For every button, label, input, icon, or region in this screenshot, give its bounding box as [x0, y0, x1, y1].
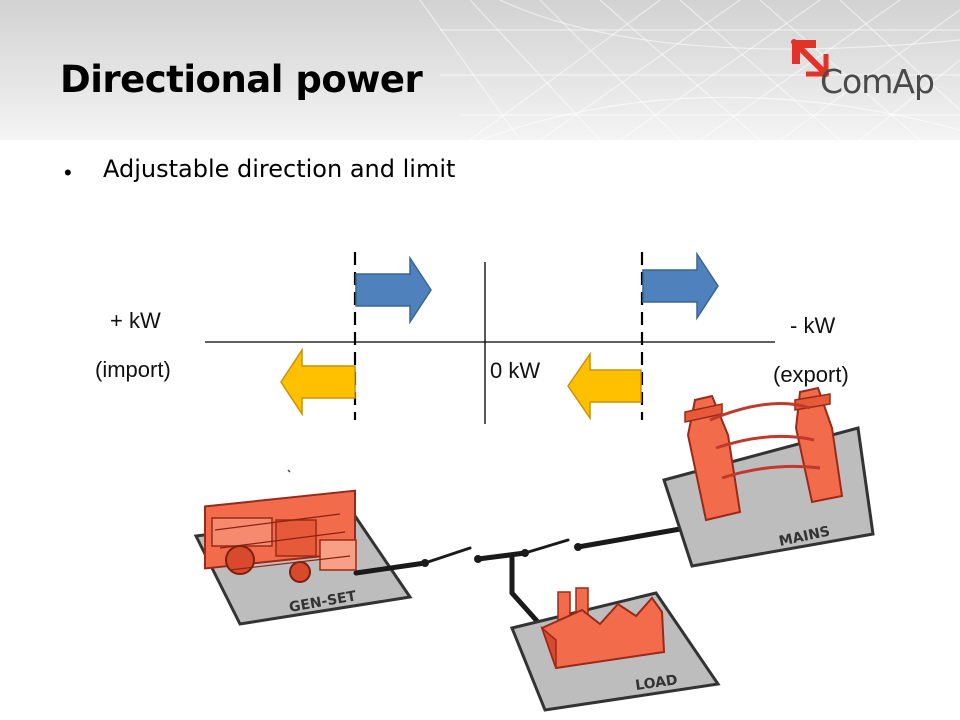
zero-kw-label: 0 kW	[490, 358, 541, 383]
bullet-text: Adjustable direction and limit	[103, 155, 456, 183]
yellow-arrow-left	[280, 347, 356, 417]
bus-wiring	[353, 525, 689, 633]
import-label: (import)	[95, 357, 171, 382]
mains-pylon-icon	[684, 386, 844, 522]
genset-icon	[204, 489, 357, 583]
bullet-dot: •	[64, 160, 72, 185]
blue-arrow-left	[355, 255, 432, 325]
load-plate-label: LOAD	[634, 672, 678, 694]
header-background-pattern	[419, 0, 960, 140]
blue-arrow-right	[642, 251, 719, 321]
yellow-arrow-right	[567, 351, 642, 421]
load-factory-icon	[540, 587, 666, 670]
header-banner: Directional power ComAp	[0, 0, 960, 140]
import-kw-label: + kW	[110, 308, 161, 333]
small-mark	[287, 469, 291, 473]
export-label: (export)	[773, 362, 849, 387]
logo-text: ComAp	[820, 62, 935, 101]
export-kw-label: - kW	[790, 313, 836, 338]
slide-title: Directional power	[60, 58, 423, 101]
comap-logo-icon	[791, 39, 829, 77]
